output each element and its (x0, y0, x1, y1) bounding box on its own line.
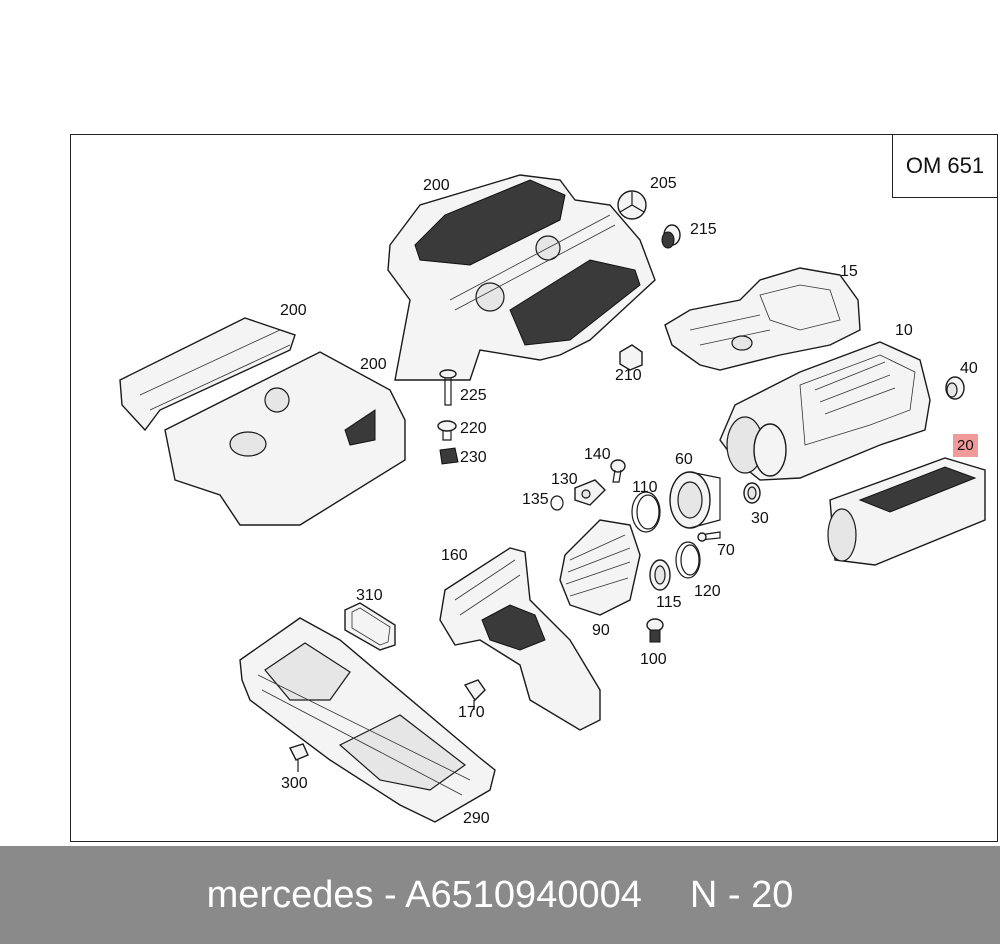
callout-225: 225 (460, 387, 487, 404)
footer-part-number: mercedes - A6510940004 (206, 873, 642, 916)
callout-20-highlight[interactable]: 20 (953, 434, 978, 457)
callout-170: 170 (458, 704, 485, 721)
cap-40[interactable] (945, 376, 965, 400)
callout-215: 215 (690, 221, 717, 238)
filter-housing-upper[interactable] (664, 267, 861, 371)
callout-290: 290 (463, 810, 490, 827)
engine-code: OM 651 (905, 153, 985, 178)
clip-300[interactable] (289, 743, 309, 772)
callout-115: 115 (656, 594, 682, 611)
callout-120: 120 (694, 583, 721, 600)
callout-300: 300 (281, 775, 308, 792)
footer-item-ref: N - 20 (689, 873, 794, 916)
footer-bar: mercedes - A6510940004 N - 20 (0, 846, 1000, 944)
callout-205: 205 (650, 175, 677, 192)
filter-element[interactable] (827, 457, 986, 566)
nut-210[interactable] (619, 344, 643, 371)
callout-100: 100 (640, 651, 667, 668)
seal-115[interactable] (649, 559, 671, 591)
engine-code-box: OM 651 (892, 134, 998, 198)
filter-housing-lower[interactable] (719, 341, 931, 481)
maf-sensor[interactable] (669, 471, 721, 529)
callout-70: 70 (717, 542, 735, 559)
callout-140: 140 (584, 446, 611, 463)
callout-200-top: 200 (423, 177, 450, 194)
plug-100[interactable] (646, 618, 664, 643)
callout-200-left: 200 (280, 302, 307, 319)
callout-220: 220 (460, 420, 487, 437)
gasket-310[interactable] (344, 602, 396, 651)
callout-15: 15 (840, 263, 858, 280)
sensor-130[interactable] (574, 479, 606, 506)
engine-cover-left[interactable] (119, 317, 296, 432)
intake-duct-160[interactable] (439, 547, 601, 731)
callout-40: 40 (960, 360, 978, 377)
oring-135[interactable] (550, 495, 564, 511)
callout-10: 10 (895, 322, 913, 339)
callout-60: 60 (675, 451, 693, 468)
callout-200-middle: 200 (360, 356, 387, 373)
callout-210: 210 (615, 367, 642, 384)
engine-cover-middle[interactable] (164, 351, 406, 526)
grommet-30[interactable] (743, 482, 761, 504)
intake-hose-90[interactable] (559, 519, 641, 616)
bolt-70[interactable] (697, 531, 721, 542)
star-emblem[interactable] (617, 190, 647, 220)
grommet-215[interactable] (661, 224, 681, 249)
screw-140[interactable] (610, 459, 626, 483)
callout-160: 160 (441, 547, 468, 564)
callout-135: 135 (522, 491, 549, 508)
clamp-110[interactable] (631, 491, 661, 533)
callout-230: 230 (460, 449, 487, 466)
callout-30: 30 (751, 510, 769, 527)
air-guide-tray[interactable] (239, 617, 496, 823)
grommet-220[interactable] (437, 420, 457, 441)
clamp-120[interactable] (675, 541, 701, 579)
callout-110: 110 (632, 479, 658, 496)
clip-170[interactable] (463, 679, 486, 710)
callout-310: 310 (356, 587, 383, 604)
engine-cover-top[interactable] (387, 174, 656, 381)
clip-230[interactable] (439, 447, 459, 465)
callout-130: 130 (551, 471, 578, 488)
pin-225[interactable] (439, 369, 457, 406)
callout-90: 90 (592, 622, 610, 639)
